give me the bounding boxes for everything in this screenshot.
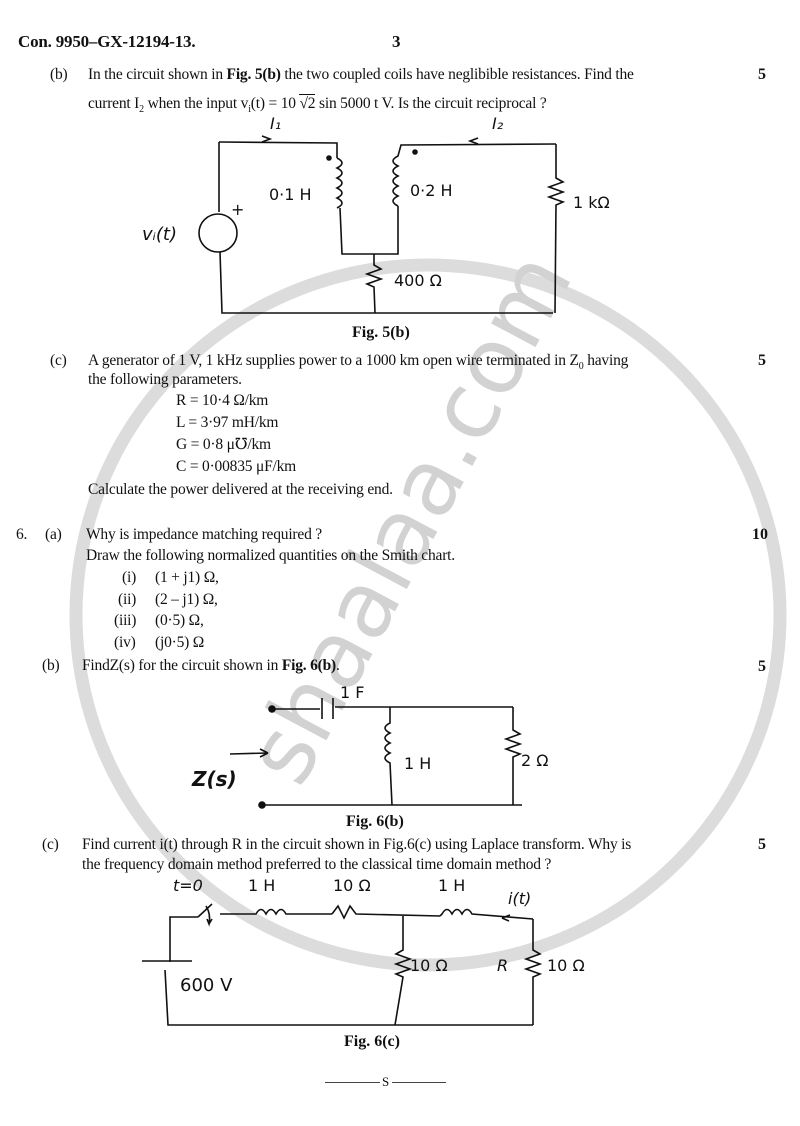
fig5b-caption: Fig. 5(b) bbox=[352, 324, 410, 341]
resistor-icon bbox=[364, 254, 384, 314]
fig6c-label-current: i(t) bbox=[508, 889, 532, 908]
fig6c-label-rname: R bbox=[497, 956, 509, 975]
q6b-marks: 5 bbox=[758, 658, 766, 675]
text: the two coupled coils have neglibible re… bbox=[280, 66, 634, 83]
fig-ref: Fig. 5(b) bbox=[226, 66, 281, 83]
fig6c-label-l2: 1 H bbox=[438, 876, 466, 895]
text: In the circuit shown in bbox=[88, 66, 227, 83]
q6b-label: (b) bbox=[42, 657, 60, 674]
fig6c-label-source: 600 V bbox=[180, 975, 233, 996]
resistor-icon bbox=[523, 919, 543, 1025]
subscript: 2 bbox=[139, 104, 144, 115]
inductor-icon bbox=[384, 707, 393, 806]
fig6c-label-rload: 10 Ω bbox=[547, 956, 585, 975]
switch-icon bbox=[197, 903, 213, 927]
fig6b-label-res: 2 Ω bbox=[521, 751, 549, 770]
q6c-label: (c) bbox=[42, 836, 59, 853]
inductor-icon bbox=[220, 908, 332, 916]
fig6c-label-l1: 1 H bbox=[248, 876, 276, 895]
fig6c-label-r1: 10 Ω bbox=[333, 876, 371, 895]
subscript: i bbox=[248, 104, 251, 115]
page-number: 3 bbox=[392, 32, 401, 51]
arrow-icon bbox=[261, 135, 273, 143]
battery-icon bbox=[142, 960, 192, 962]
footer-end-mark: S bbox=[382, 1074, 390, 1089]
text: A generator of 1 V, 1 kHz supplies power… bbox=[88, 352, 579, 369]
footer-rule-left bbox=[325, 1082, 380, 1083]
text: (t) = 10 bbox=[250, 95, 300, 112]
resistor-icon bbox=[393, 916, 413, 1026]
text: FindZ(s) for the circuit shown in bbox=[82, 657, 282, 674]
fig6b-label-ind: 1 H bbox=[404, 754, 432, 773]
fig6c-label-rshunt: 10 Ω bbox=[410, 956, 448, 975]
fig-ref: Fig. 6(b) bbox=[281, 657, 337, 674]
param-c: C = 0·00835 μF/km bbox=[176, 458, 297, 475]
fig6c-label-switch: t=0 bbox=[173, 876, 203, 895]
q5b-line1: In the circuit shown in Fig. 5(b) the tw… bbox=[88, 65, 634, 85]
item-num: (iv) bbox=[114, 634, 136, 651]
arrow-icon bbox=[501, 914, 511, 922]
q6b-text: FindZ(s) for the circuit shown in Fig. 6… bbox=[82, 656, 340, 676]
q6c-line2: the frequency domain method preferred to… bbox=[82, 856, 552, 873]
q6a-line2: Draw the following normalized quantities… bbox=[86, 547, 455, 564]
sqrt-expr: √2 bbox=[299, 94, 316, 112]
q6-number: 6. bbox=[16, 526, 28, 543]
arrow-icon bbox=[229, 748, 269, 758]
inductor-icon bbox=[439, 908, 534, 920]
item-text: (j0·5) Ω bbox=[155, 634, 205, 651]
item-num: (i) bbox=[122, 569, 137, 586]
footer-rule-right bbox=[392, 1082, 446, 1083]
fig5b-label-source: vᵢ(t) bbox=[142, 224, 177, 245]
q6a-label: (a) bbox=[45, 526, 62, 543]
q5b-line2: current I2 when the input vi(t) = 10 √2 … bbox=[88, 94, 547, 120]
text: having bbox=[583, 352, 629, 369]
param-r: R = 10·4 Ω/km bbox=[176, 392, 269, 409]
fig6b-caption: Fig. 6(b) bbox=[346, 813, 404, 830]
q5c-marks: 5 bbox=[758, 352, 766, 369]
arrow-icon bbox=[467, 137, 479, 145]
subscript: 0 bbox=[578, 361, 584, 372]
param-g: G = 0·8 μ℧/km bbox=[176, 436, 271, 453]
resistor-icon bbox=[546, 144, 566, 314]
resistor-icon bbox=[331, 904, 441, 920]
fig5b-label-i1: I₁ bbox=[270, 114, 282, 133]
paper-code: Con. 9950–GX-12194-13. bbox=[18, 32, 196, 51]
item-text: (0·5) Ω, bbox=[155, 612, 204, 629]
fig5b-label-i2: I₂ bbox=[492, 114, 504, 133]
resistor-icon bbox=[503, 707, 523, 805]
text: . bbox=[336, 657, 340, 674]
text: current I bbox=[88, 95, 140, 112]
fig6c-caption: Fig. 6(c) bbox=[344, 1033, 400, 1050]
q6a-marks: 10 bbox=[752, 526, 768, 543]
inductor-icon bbox=[335, 157, 343, 209]
fig5b-label-rcommon: 400 Ω bbox=[394, 271, 442, 290]
fig5b-label-rload: 1 kΩ bbox=[573, 193, 610, 212]
param-l: L = 3·97 mH/km bbox=[176, 414, 279, 431]
item-text: (2 – j1) Ω, bbox=[155, 591, 218, 608]
q5c-line1: A generator of 1 V, 1 kHz supplies power… bbox=[88, 351, 628, 377]
q5b-label: (b) bbox=[50, 66, 68, 83]
fig5b-label-l1: 0·1 H bbox=[269, 185, 312, 204]
text: when the input v bbox=[143, 95, 249, 112]
fig5b-label-l2: 0·2 H bbox=[410, 181, 453, 200]
fig5b-label-plus: + bbox=[231, 200, 245, 219]
fig6b-label-cap: 1 F bbox=[340, 683, 365, 702]
item-num: (ii) bbox=[118, 591, 137, 608]
text: sin 5000 t V. Is the circuit reciprocal … bbox=[315, 95, 547, 112]
fig6b-label-z: Z(s) bbox=[192, 767, 237, 791]
q6a-line1: Why is impedance matching required ? bbox=[86, 526, 322, 543]
voltage-source-icon bbox=[198, 213, 238, 253]
q5b-marks: 5 bbox=[758, 66, 766, 83]
item-text: (1 + j1) Ω, bbox=[155, 569, 219, 586]
q6c-marks: 5 bbox=[758, 836, 766, 853]
q5c-line2: the following parameters. bbox=[88, 371, 242, 388]
item-num: (iii) bbox=[114, 612, 137, 629]
q6c-line1: Find current i(t) through R in the circu… bbox=[82, 836, 632, 853]
q5c-final: Calculate the power delivered at the rec… bbox=[88, 481, 393, 498]
q5c-label: (c) bbox=[50, 352, 67, 369]
capacitor-icon bbox=[321, 698, 334, 719]
